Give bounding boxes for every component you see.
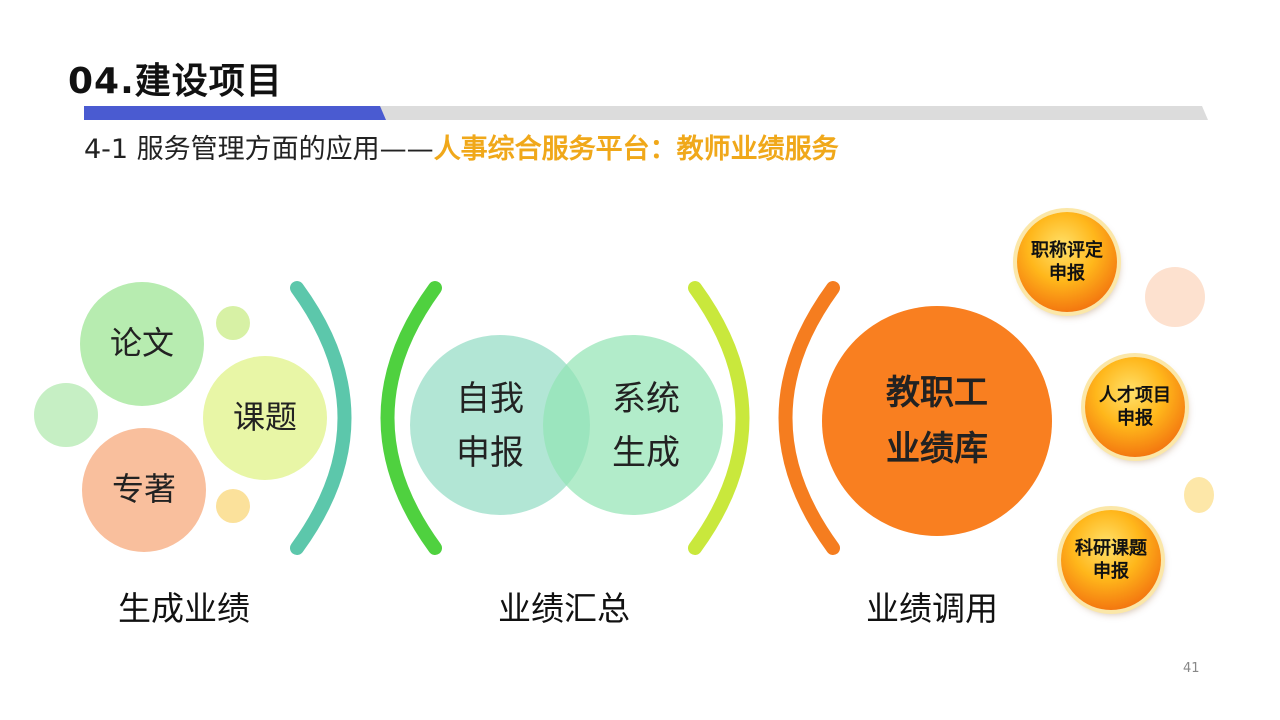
subtitle-prefix: 4-1 服务管理方面的应用—— <box>84 134 434 165</box>
circle-books-label: 专著 <box>111 470 176 509</box>
deco-circle-right-yellow <box>1184 477 1214 513</box>
badge-title-evaluation: 职称评定 申报 <box>1017 212 1117 312</box>
title-underline-bar <box>84 106 1208 120</box>
venn-circle-system-generate <box>543 335 723 515</box>
library-line-2: 业绩库 <box>886 429 988 469</box>
circle-papers-label: 论文 <box>109 324 174 363</box>
page-title: 04.建设项目 <box>68 61 283 102</box>
bracket-lime <box>688 281 750 555</box>
deco-circle-left-green <box>34 383 98 447</box>
system-generate-line-2: 生成 <box>612 433 680 473</box>
circle-books: 专著 <box>82 428 206 552</box>
subtitle-highlight: 人事综合服务平台：教师业绩服务 <box>433 134 839 165</box>
bracket-teal <box>290 281 352 555</box>
badge-title-evaluation-line-2: 申报 <box>1049 263 1085 284</box>
bracket-green <box>380 281 442 555</box>
circle-projects: 课题 <box>203 356 327 480</box>
badge-research-project-line-2: 申报 <box>1093 561 1129 582</box>
library-line-1: 教职工 <box>886 373 988 413</box>
badge-research-project-line-1: 科研课题 <box>1075 537 1147 559</box>
badge-title-evaluation-line-1: 职称评定 <box>1031 239 1103 261</box>
badge-talent-project-line-2: 申报 <box>1117 408 1153 429</box>
circle-papers: 论文 <box>80 282 204 406</box>
self-report-line-2: 申报 <box>456 433 524 473</box>
venn-text-self-report: 自我 申报 <box>438 372 542 480</box>
page-number: 41 <box>1183 661 1200 676</box>
deco-circle-right-peach <box>1145 267 1205 327</box>
venn-text-system-generate: 系统 生成 <box>594 372 698 480</box>
title-bar-accent <box>84 106 386 120</box>
circle-projects-label: 课题 <box>232 398 297 437</box>
library-label: 教职工 业绩库 <box>886 365 988 477</box>
system-generate-line-1: 系统 <box>612 379 680 419</box>
section-label-summary: 业绩汇总 <box>498 589 630 628</box>
bracket-orange <box>778 281 840 555</box>
circle-staff-performance-library: 教职工 业绩库 <box>822 306 1052 536</box>
section-label-usage: 业绩调用 <box>866 589 998 628</box>
badge-research-project: 科研课题 申报 <box>1061 510 1161 610</box>
badge-talent-project-line-1: 人才项目 <box>1099 384 1171 406</box>
deco-circle-small-yellow <box>216 489 250 523</box>
deco-circle-small-lime <box>216 306 250 340</box>
page-subtitle: 4-1 服务管理方面的应用——人事综合服务平台：教师业绩服务 <box>84 127 839 166</box>
badge-talent-project: 人才项目 申报 <box>1085 357 1185 457</box>
section-label-generate: 生成业绩 <box>118 589 250 628</box>
self-report-line-1: 自我 <box>456 379 524 419</box>
